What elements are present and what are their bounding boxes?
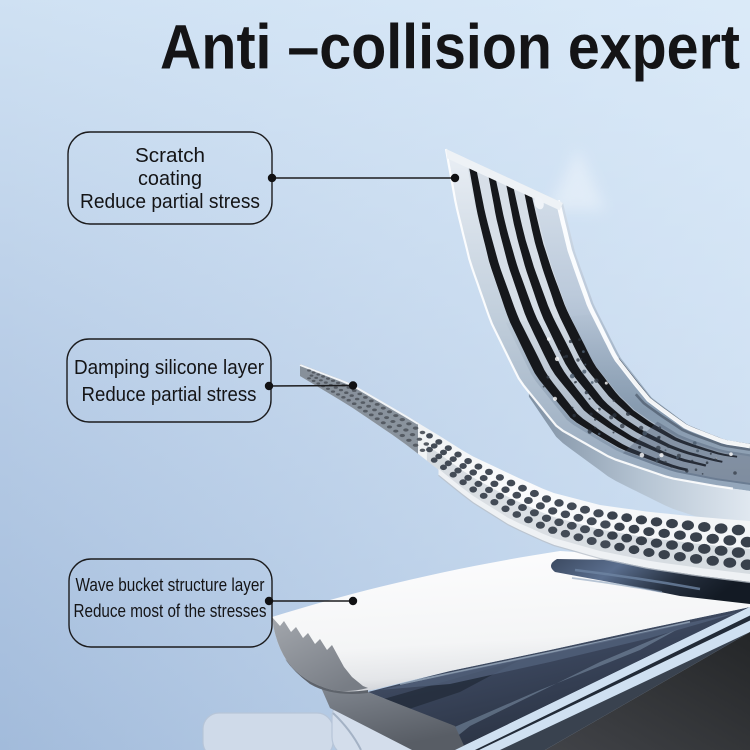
svg-text:Reduce partial stress: Reduce partial stress [82, 383, 257, 406]
svg-text:Anti –collision expert: Anti –collision expert [160, 13, 740, 83]
svg-text:Damping silicone layer: Damping silicone layer [74, 356, 264, 379]
svg-text:Reduce most of the stresses: Reduce most of the stresses [74, 600, 267, 621]
svg-text:Reduce partial stress: Reduce partial stress [80, 190, 260, 213]
svg-text:Scratch: Scratch [135, 144, 205, 167]
svg-text:Wave bucket structure layer: Wave bucket structure layer [76, 574, 265, 595]
svg-text:coating: coating [138, 167, 202, 190]
